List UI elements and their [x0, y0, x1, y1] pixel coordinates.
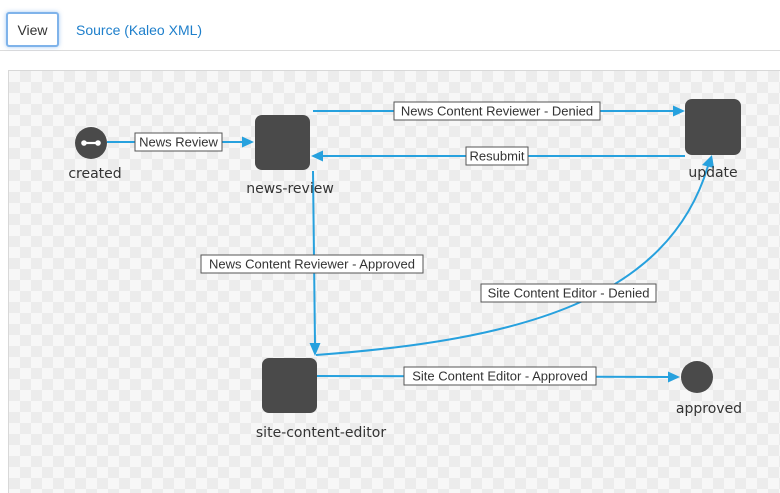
edge-site-denied[interactable]: [315, 165, 709, 356]
edge-label-text: News Content Reviewer - Approved: [209, 257, 415, 272]
node-label-created: created: [68, 166, 121, 182]
edge-label-resubmit[interactable]: Resubmit: [465, 146, 529, 166]
diagram-canvas: [8, 70, 780, 493]
node-label-news-review: news-review: [246, 181, 334, 197]
edge-label-news-approved[interactable]: News Content Reviewer - Approved: [200, 254, 424, 274]
arrow-head: [668, 371, 680, 383]
tab-source-kaleo-xml[interactable]: Source (Kaleo XML): [76, 22, 203, 38]
edge-label-site-denied[interactable]: Site Content Editor - Denied: [480, 283, 657, 303]
key-icon: [81, 140, 101, 146]
arrow-head: [673, 105, 685, 117]
arrow-head: [702, 155, 714, 168]
arrow-head: [242, 136, 254, 148]
arrow-head: [309, 343, 321, 356]
node-label-update: update: [688, 165, 737, 181]
edge-label-site-approved[interactable]: Site Content Editor - Approved: [403, 366, 597, 386]
edge-label-text: News Review: [139, 135, 218, 150]
edge-label-news-review[interactable]: News Review: [134, 132, 223, 152]
arrow-head: [311, 150, 323, 162]
node-approved[interactable]: [681, 361, 713, 393]
view-tabs: View Source (Kaleo XML): [0, 0, 780, 51]
node-news-review[interactable]: [255, 115, 310, 170]
node-update[interactable]: [685, 99, 741, 155]
tab-view[interactable]: View: [6, 12, 59, 47]
edge-label-text: Resubmit: [470, 149, 525, 164]
edge-label-text: Site Content Editor - Approved: [412, 369, 588, 384]
edge-label-text: Site Content Editor - Denied: [488, 286, 650, 301]
edge-label-news-denied[interactable]: News Content Reviewer - Denied: [393, 101, 601, 121]
edge-label-text: News Content Reviewer - Denied: [401, 104, 593, 119]
node-site-content-editor[interactable]: [262, 358, 317, 413]
node-label-site-content-editor: site-content-editor: [256, 425, 386, 441]
node-label-approved: approved: [676, 401, 742, 417]
